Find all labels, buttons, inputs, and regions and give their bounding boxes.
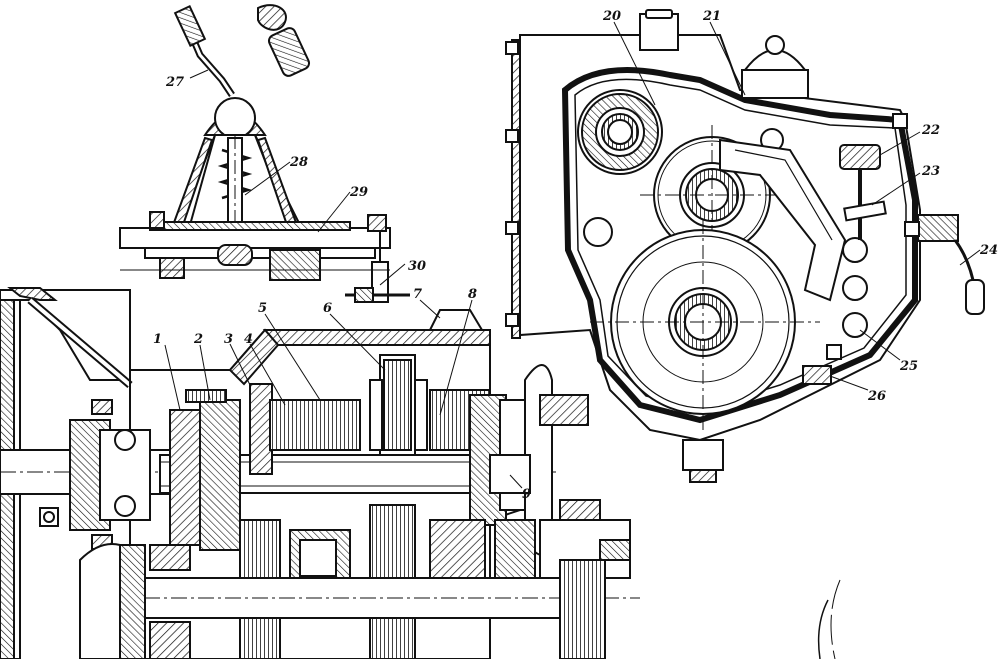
leader-25 <box>859 329 901 361</box>
leader-20 <box>613 21 656 106</box>
leader-26 <box>829 375 869 391</box>
leader-3 <box>229 343 251 386</box>
leader-21 <box>709 21 746 96</box>
leader-22 <box>879 131 921 156</box>
leader-lines <box>164 21 981 489</box>
leader-29 <box>317 191 351 233</box>
callout-4: 4 <box>244 332 253 347</box>
callout-3: 3 <box>224 332 233 347</box>
callout-8: 8 <box>468 287 477 302</box>
leader-4 <box>249 343 286 406</box>
callout-9: 9 <box>522 487 531 502</box>
callout-20: 20 <box>602 9 621 24</box>
leader-28 <box>244 161 291 196</box>
leader-27 <box>189 69 209 79</box>
callout-27: 27 <box>165 75 184 90</box>
callout-25: 25 <box>899 359 918 374</box>
leader-8 <box>439 299 473 416</box>
callout-7: 7 <box>413 287 422 302</box>
callout-26: 26 <box>867 389 886 404</box>
callout-29: 29 <box>349 185 368 200</box>
callout-30: 30 <box>408 259 426 274</box>
leader-23 <box>871 172 921 206</box>
callout-24: 24 <box>979 243 998 258</box>
callout-22: 22 <box>921 123 940 138</box>
leader-9 <box>509 474 523 489</box>
leader-6 <box>329 313 386 371</box>
callout-2: 2 <box>193 332 203 347</box>
callout-labels: 1 2 3 4 5 6 7 8 9 20 21 22 23 24 25 26 2… <box>153 9 998 502</box>
leader-1 <box>164 344 181 411</box>
shift-lever-assembly <box>119 4 410 303</box>
main-longitudinal-section <box>0 287 841 659</box>
leader-7 <box>419 299 441 319</box>
side-section-view <box>505 9 985 483</box>
callout-23: 23 <box>921 164 940 179</box>
callout-28: 28 <box>289 155 308 170</box>
leader-24 <box>959 249 981 266</box>
callout-6: 6 <box>323 301 332 316</box>
leader-5 <box>264 313 321 401</box>
callout-5: 5 <box>258 301 267 316</box>
leader-2 <box>199 344 211 401</box>
callout-21: 21 <box>702 9 721 24</box>
leader-30 <box>379 263 406 286</box>
callout-1: 1 <box>153 332 162 347</box>
